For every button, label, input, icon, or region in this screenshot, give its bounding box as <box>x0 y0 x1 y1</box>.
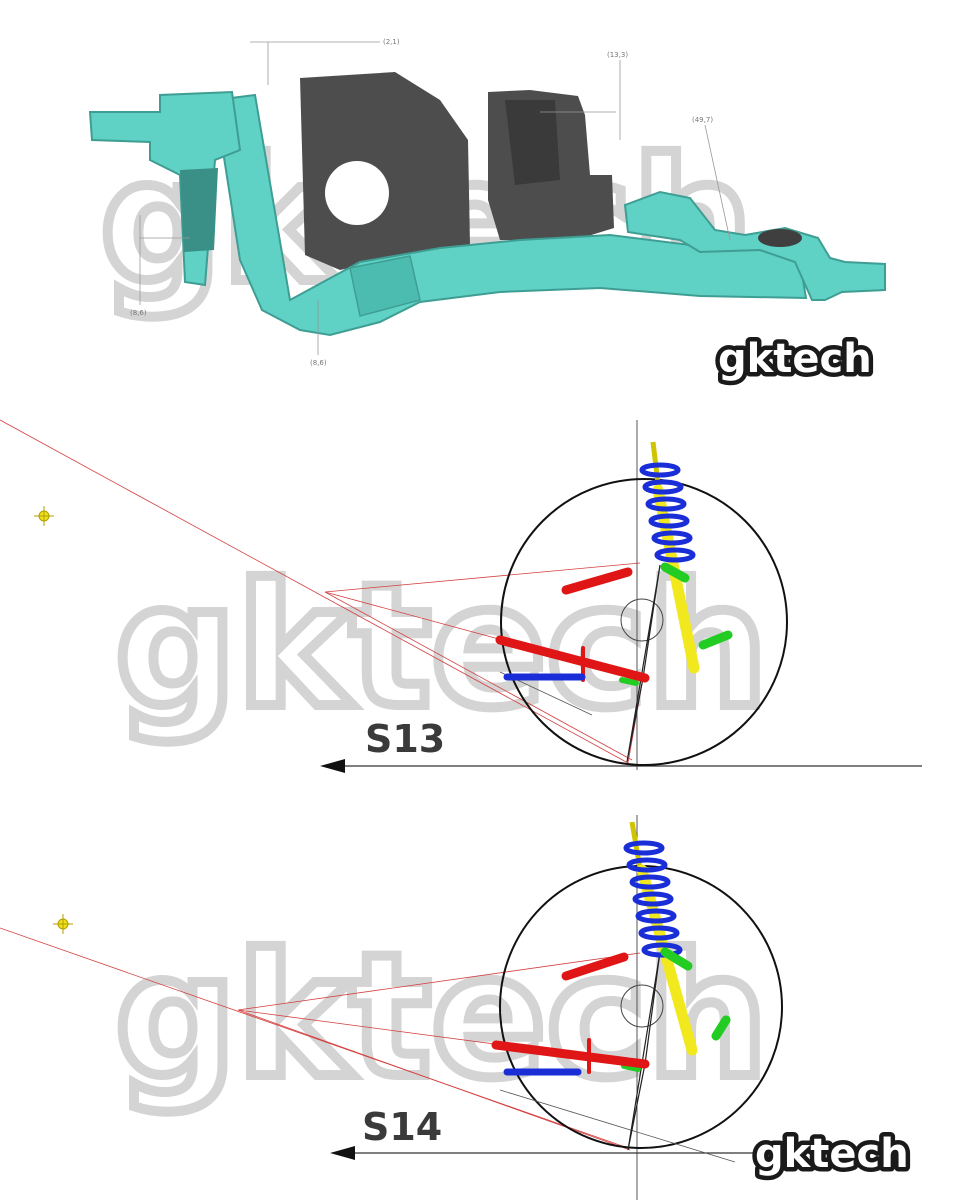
dimension-label-4: (8,6) <box>130 309 147 317</box>
dimension-label-1: (2,1) <box>383 38 400 46</box>
s14-bushing-knuckle <box>621 1063 641 1072</box>
gktech-logo-top-text: gktech <box>718 336 872 382</box>
dimension-label-5: (8,6) <box>310 359 327 367</box>
s13-wheel-circle <box>500 478 788 766</box>
s13-bushing-lower <box>698 630 733 650</box>
dimension-label-2: (13,3) <box>607 51 628 59</box>
gktech-logo-top: gktech gktech <box>714 332 877 387</box>
watermark-middle: gktech <box>115 548 768 746</box>
s14-coil-spring <box>623 840 683 958</box>
right-mount-bushing <box>758 229 802 247</box>
crossmember-scan: (2,1) (13,3) (49,7) (8,6) (8,6) <box>88 38 886 367</box>
s14-damper-body <box>636 864 698 1056</box>
s14-aux-line <box>499 1089 736 1163</box>
svg-text:gktech: gktech <box>755 1131 909 1177</box>
s13-label: S13 <box>365 717 445 761</box>
crossmember-center-tube <box>349 255 421 317</box>
s13-ground-arrow <box>320 759 345 773</box>
s14-bushing-lower <box>711 1015 731 1041</box>
s14-bushing-upper <box>660 947 693 971</box>
s13-coil-spring <box>639 462 696 563</box>
s13-upper-arm <box>561 567 633 595</box>
s13-bushing-knuckle <box>619 677 639 686</box>
gktech-logo-bottom-text: gktech <box>755 1131 909 1177</box>
s14-center-marker <box>53 914 73 934</box>
s13-lower-arm <box>495 635 650 683</box>
s14-ground-arrow <box>330 1146 355 1160</box>
s14-label: S14 <box>362 1105 442 1149</box>
dimension-label-3: (49,7) <box>692 116 713 124</box>
s13-hub-circle <box>620 598 664 642</box>
s14-upper-arm <box>561 952 629 981</box>
s14-lower-arm <box>491 1040 650 1069</box>
geometry-view-s13: S13 <box>0 419 922 773</box>
s13-knuckle-outline <box>626 564 661 763</box>
crossmember-dark-plate <box>505 100 560 185</box>
s14-knuckle-outline <box>627 951 661 1151</box>
dimension-callouts <box>139 41 731 355</box>
gktech-logo-bottom: gktech gktech <box>751 1127 914 1182</box>
crossmember-left-block <box>180 168 218 252</box>
geometry-view-s14: S14 <box>0 815 783 1200</box>
s13-damper-body <box>652 484 700 674</box>
svg-text:gktech: gktech <box>718 336 872 382</box>
s13-bushing-upper <box>660 562 690 583</box>
s13-center-marker <box>34 506 54 526</box>
bracket-left-tower <box>300 72 470 270</box>
s14-hub-circle <box>620 984 664 1028</box>
crossmember-right-mount <box>623 190 886 301</box>
bracket-hole <box>325 161 389 225</box>
